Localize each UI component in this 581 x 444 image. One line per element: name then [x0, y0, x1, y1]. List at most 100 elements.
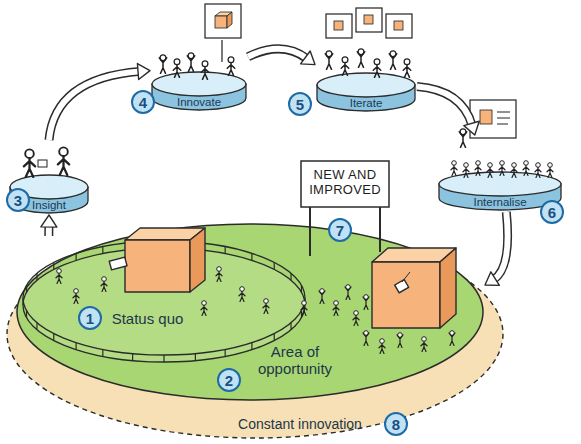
- disc-top: [152, 72, 246, 96]
- disc-label: Internalise: [437, 195, 563, 209]
- callout-circle: 1: [78, 306, 102, 330]
- flow-arrow: [49, 64, 150, 140]
- fence-post: [36, 323, 37, 330]
- arrow-head: [41, 215, 57, 227]
- stage-disc: Innovate: [150, 20, 248, 112]
- fence-post: [163, 241, 164, 248]
- arrow-shaft-outline: [49, 71, 140, 140]
- callout-number: 8: [392, 417, 400, 432]
- callout-circle: 8: [384, 412, 408, 436]
- callout-number: 5: [296, 97, 304, 112]
- disc-top: [317, 73, 415, 97]
- arrow-shaft-outline: [248, 49, 307, 59]
- callout-circle: 7: [328, 218, 352, 242]
- callout-circle: 5: [288, 92, 312, 116]
- constant-innovation-zone: Constant innovation Area of opportunity St…: [5, 228, 505, 440]
- fence-post: [225, 349, 226, 356]
- arrow-shaft-outline: [417, 87, 472, 126]
- arrow-head: [137, 64, 150, 80]
- callout-number: 4: [139, 95, 147, 110]
- fence-post: [163, 355, 164, 362]
- status-quo-enclosure: Status quo: [20, 236, 308, 366]
- flow-arrow: [417, 87, 479, 135]
- fence-post: [53, 262, 54, 269]
- arrow-shaft: [248, 49, 307, 59]
- flow-arrow: [485, 212, 508, 285]
- fence-rail: [23, 241, 305, 355]
- arrow-shaft: [46, 225, 52, 236]
- area-outline: [17, 224, 483, 400]
- stage-disc: Internalise: [437, 135, 563, 212]
- arrow-shaft: [417, 87, 472, 126]
- fence-post: [53, 334, 54, 341]
- stage-disc: Insight: [8, 140, 90, 215]
- fence-post: [26, 285, 27, 292]
- area-text: Area of opportunity: [245, 343, 345, 378]
- fence-post: [102, 349, 103, 356]
- fence-post: [301, 311, 302, 318]
- fence-post: [132, 354, 133, 361]
- disc-label: Insight: [8, 198, 90, 212]
- fence-post: [132, 242, 133, 249]
- stage-disc: Iterate: [315, 25, 417, 113]
- people-status-quo: [56, 267, 269, 316]
- sign-posts: [310, 207, 380, 256]
- disc-top: [10, 175, 88, 199]
- sign-outline: [301, 161, 389, 207]
- innovate-figures: [159, 4, 241, 79]
- new-product-box: [372, 248, 456, 328]
- callout-circle: 4: [131, 90, 155, 114]
- callout-number: 6: [548, 205, 556, 220]
- fence-post: [75, 343, 76, 350]
- fence-post: [75, 253, 76, 260]
- disc-label: Iterate: [315, 96, 417, 110]
- callout-number: 3: [14, 193, 22, 208]
- fence-post: [251, 343, 252, 350]
- fence-rail: [23, 248, 305, 362]
- fence-post: [290, 323, 291, 330]
- flow-arrow: [248, 49, 315, 65]
- opportunity-area: Area of opportunity Status quo: [15, 222, 485, 402]
- fence-post: [251, 253, 252, 260]
- callout-circle: 6: [540, 200, 564, 224]
- old-product-box: [109, 228, 205, 292]
- fence-post: [290, 273, 291, 280]
- arrow-shaft: [49, 71, 140, 140]
- fence-post: [22, 298, 23, 305]
- area-text: Status quo: [100, 310, 195, 327]
- arrow-head: [301, 51, 315, 65]
- arrow-shaft-outline: [493, 212, 507, 280]
- fence-post: [225, 247, 226, 254]
- internalise-figures: [451, 100, 553, 178]
- arrow-head: [464, 121, 479, 135]
- callout-number: 1: [86, 311, 94, 326]
- arrow-shaft-outline: [44, 225, 53, 236]
- fence-post: [274, 334, 275, 341]
- fence-post: [304, 298, 305, 305]
- insight-figures: [24, 147, 69, 177]
- fence-post: [274, 262, 275, 269]
- callout-number: 2: [225, 373, 233, 388]
- callout-circle: 3: [6, 188, 30, 212]
- zone-text: Constant innovation: [210, 416, 390, 432]
- fence-post: [36, 273, 37, 280]
- people-opportunity: [301, 285, 455, 354]
- iterate-figures: [325, 8, 412, 77]
- fence-post: [195, 354, 196, 361]
- arrow-head: [485, 272, 499, 286]
- callout-number: 7: [336, 223, 344, 238]
- fence-post: [26, 311, 27, 318]
- fence-post: [195, 242, 196, 249]
- callout-circle: 2: [217, 368, 241, 392]
- fence-post: [301, 285, 302, 292]
- sign-text: NEW AND IMPROVED: [300, 168, 390, 198]
- flow-arrow: [41, 215, 57, 236]
- disc-top: [439, 172, 561, 196]
- fence-post: [102, 247, 103, 254]
- arrow-shaft: [493, 212, 507, 280]
- disc-label: Innovate: [150, 95, 248, 109]
- status-quo-enclosure-shape: [20, 236, 308, 366]
